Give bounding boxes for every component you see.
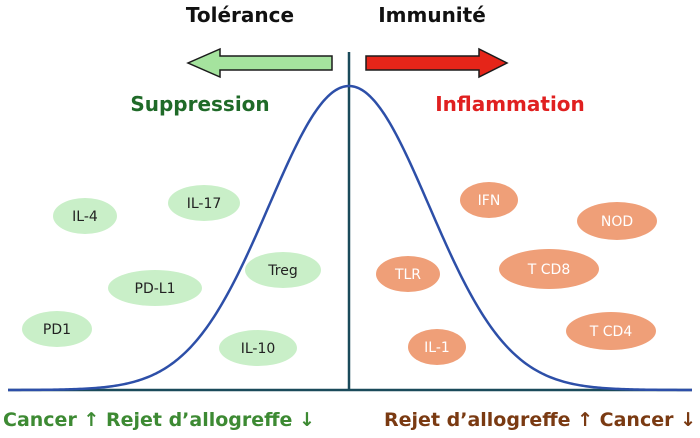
right-node-tlr: TLR bbox=[376, 256, 440, 292]
left-node-treg: Treg bbox=[245, 252, 321, 288]
right-node-il1: IL-1 bbox=[408, 329, 466, 365]
svg-text:IL-10: IL-10 bbox=[241, 341, 276, 357]
tolerance-arrow-icon bbox=[186, 47, 333, 79]
tolerance-title: Tolérance bbox=[186, 3, 294, 27]
right-node-tcd8: T CD8 bbox=[499, 249, 599, 289]
right-node-tcd4: T CD4 bbox=[566, 312, 656, 350]
right-node-nod: NOD bbox=[577, 202, 657, 240]
svg-text:IL-17: IL-17 bbox=[187, 196, 222, 212]
svg-text:IFN: IFN bbox=[478, 193, 501, 209]
left-node-il10: IL-10 bbox=[219, 330, 297, 366]
bell-curve bbox=[7, 84, 692, 392]
suppression-label: Suppression bbox=[130, 92, 269, 116]
svg-text:T CD4: T CD4 bbox=[589, 324, 633, 340]
left-caption: Cancer ↑ Rejet d’allogreffe ↓ bbox=[3, 409, 315, 431]
svg-text:TLR: TLR bbox=[394, 267, 421, 283]
svg-text:NOD: NOD bbox=[601, 214, 633, 230]
svg-text:IL-4: IL-4 bbox=[72, 209, 98, 225]
left-node-pd1: PD1 bbox=[22, 311, 92, 347]
left-node-pdl1: PD-L1 bbox=[108, 270, 202, 306]
svg-text:PD-L1: PD-L1 bbox=[135, 281, 176, 297]
svg-text:PD1: PD1 bbox=[43, 322, 71, 338]
left-node-il17: IL-17 bbox=[168, 185, 240, 221]
right-caption: Rejet d’allogreffe ↑ Cancer ↓ bbox=[384, 409, 696, 431]
right-node-ifn: IFN bbox=[460, 182, 518, 218]
inflammation-label: Inflammation bbox=[435, 92, 585, 116]
svg-text:T CD8: T CD8 bbox=[527, 262, 570, 278]
svg-text:IL-1: IL-1 bbox=[424, 340, 450, 356]
immunity-arrow-icon bbox=[365, 47, 509, 79]
immunity-title: Immunité bbox=[378, 3, 486, 27]
svg-text:Treg: Treg bbox=[267, 263, 297, 279]
left-node-il4: IL-4 bbox=[53, 198, 117, 234]
